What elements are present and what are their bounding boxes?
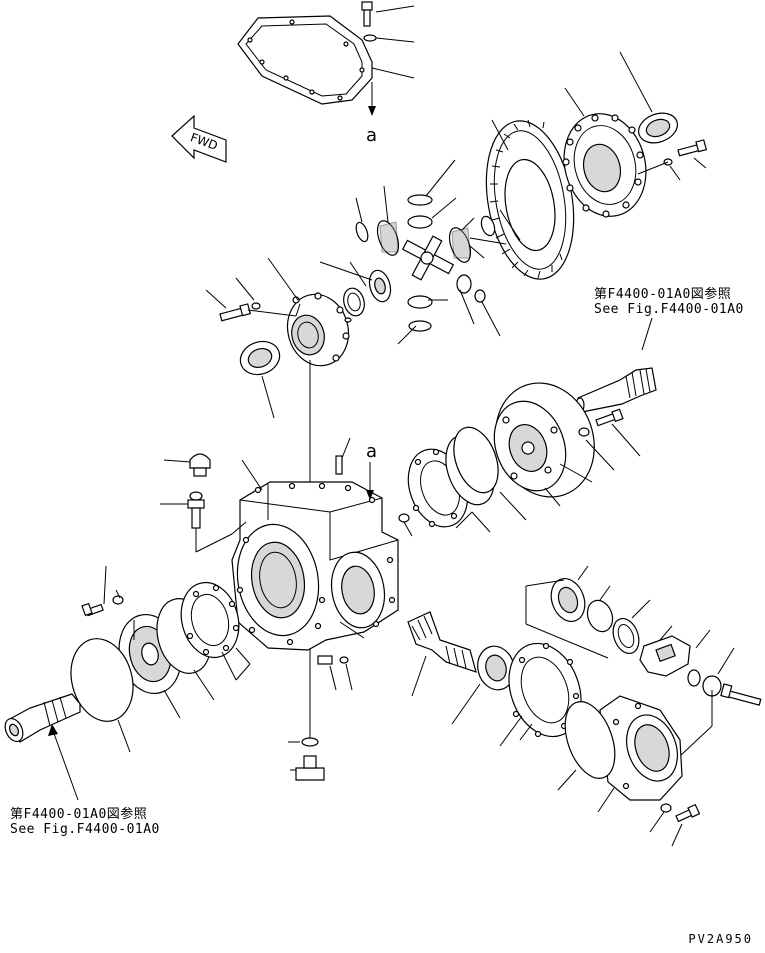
breather [189, 453, 211, 477]
drawing-code: PV2A950 [688, 932, 753, 946]
fwd-direction-arrow: FWD [171, 114, 227, 163]
side-gear-left [376, 220, 400, 256]
differential-housing [231, 481, 399, 651]
reference-bottom-en: See Fig.F4400-01A0 [10, 822, 160, 837]
reference-note-top: 第F4400-01A0図参照 See Fig.F4400-01A0 [594, 287, 744, 317]
reference-bottom-jp: 第F4400-01A0図参照 [10, 807, 148, 822]
piston-housing-right [493, 382, 595, 498]
breather-hose [187, 491, 205, 529]
cover-plate [237, 15, 373, 105]
drain-plug [295, 755, 325, 781]
bevel-pinion [407, 611, 477, 673]
differential-case-flange [562, 113, 647, 218]
yoke-bolt [720, 683, 762, 706]
reference-top-jp: 第F4400-01A0図参照 [594, 287, 732, 302]
reference-note-bottom: 第F4400-01A0図参照 See Fig.F4400-01A0 [10, 807, 160, 837]
output-shaft-right [575, 367, 657, 413]
ring-gear [485, 119, 575, 280]
side-gear-right [448, 227, 472, 263]
pinion-cage [508, 642, 582, 738]
retainer-housing [599, 695, 683, 801]
callout-a-mid: a [366, 441, 378, 462]
flange-bolt [677, 139, 708, 157]
callout-a-top: a [366, 125, 378, 146]
retainer-bolt [675, 803, 701, 823]
output-shaft-left [4, 693, 81, 743]
pinion-bearing [477, 645, 515, 691]
cover-bolt [361, 1, 377, 42]
reference-top-en: See Fig.F4400-01A0 [594, 302, 744, 317]
yoke-coupling [639, 635, 691, 677]
pinion-gear-left [368, 269, 392, 303]
pinion-bearing-right [550, 578, 586, 622]
clutch-plate-left [180, 581, 240, 659]
spider-cross [401, 235, 455, 281]
bearing-upper-right [638, 112, 678, 144]
bearing-left [239, 340, 281, 376]
